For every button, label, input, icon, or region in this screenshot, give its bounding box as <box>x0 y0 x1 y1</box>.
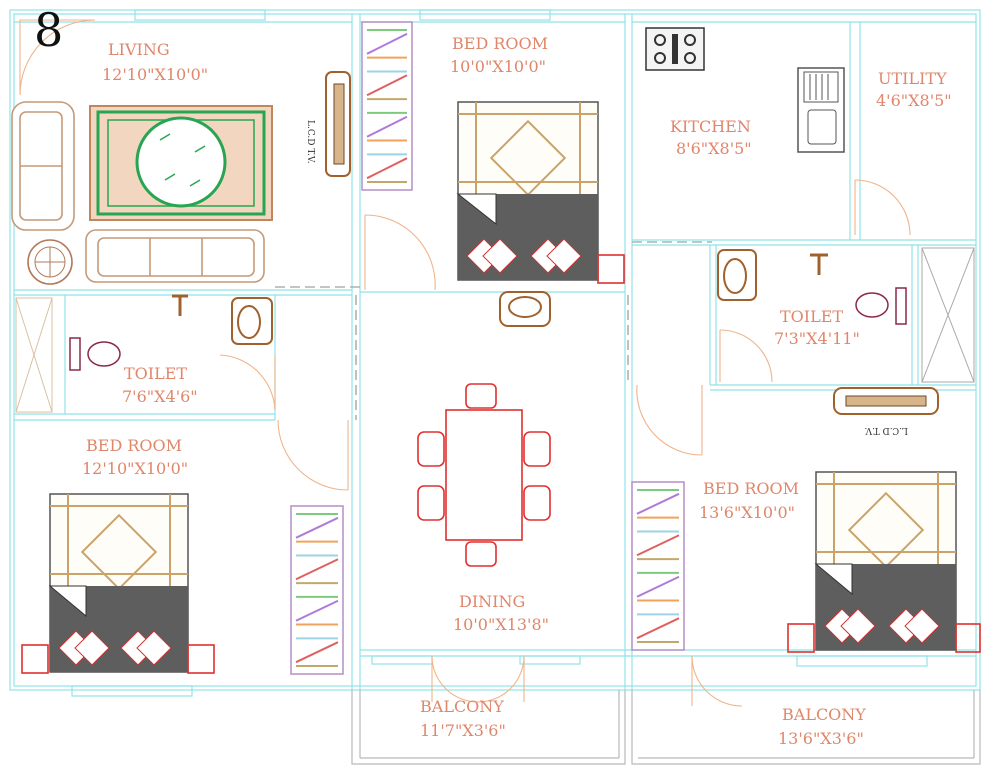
plan-number: 8 <box>34 3 63 57</box>
nightstand <box>21 644 49 674</box>
door-balcony-right <box>691 655 743 707</box>
room-name-balcony-mid: BALCONY <box>420 697 504 716</box>
room-name-kitchen: KITCHEN <box>670 117 751 136</box>
wash-basin-icon <box>717 249 757 301</box>
door-utility <box>854 179 911 236</box>
bed-top <box>456 101 599 281</box>
door-living <box>19 19 96 96</box>
room-name-bedroom-left: BED ROOM <box>86 436 182 455</box>
door-balcony-mid <box>431 655 525 703</box>
shelf-stroke <box>366 157 408 180</box>
wardrobe-shelf-left <box>290 505 344 675</box>
room-name-toilet-right: TOILET <box>780 307 843 326</box>
bed-right <box>814 471 957 651</box>
bed-left <box>48 493 189 673</box>
wash-basin-icon <box>231 297 273 345</box>
tv-label-bedroom: L.C.D T.V. <box>864 425 908 435</box>
wardrobe-shelf-top <box>361 21 413 191</box>
sofa-two-seater <box>11 101 75 231</box>
shower-icon <box>15 297 53 413</box>
shelf-stroke <box>366 115 408 138</box>
tv-label-living: L.C.D T.V. <box>305 120 315 164</box>
shelf-stroke <box>295 599 339 622</box>
tap-icon <box>810 253 828 275</box>
room-dims-balcony-mid: 11'7"X3'6" <box>420 721 506 740</box>
room-dims-toilet-right: 7'3"X4'11" <box>774 329 860 348</box>
nightstand <box>187 644 215 674</box>
room-dims-balcony-right: 13'6"X3'6" <box>778 729 864 748</box>
room-dims-dining: 10'0"X13'8" <box>453 615 549 634</box>
side-table <box>27 239 73 285</box>
room-dims-bedroom-top: 10'0"X10'0" <box>450 57 546 76</box>
sofa-three-seater <box>85 229 265 283</box>
door-bedroom-right <box>636 384 703 456</box>
wash-basin-icon <box>499 291 551 327</box>
shelf-stroke <box>295 641 339 664</box>
shower-icon <box>921 247 975 383</box>
shelf-stroke <box>295 558 339 581</box>
toilet-seat-icon <box>69 337 121 371</box>
shelf-stroke <box>636 492 680 515</box>
nightstand <box>787 623 815 653</box>
shelf-stroke <box>636 617 680 640</box>
shelf-stroke <box>366 74 408 97</box>
toilet-seat-icon <box>855 287 907 325</box>
door-toilet-left <box>219 354 276 411</box>
nightstand <box>955 623 981 653</box>
room-name-dining: DINING <box>459 592 525 611</box>
room-dims-kitchen: 8'6"X8'5" <box>676 139 752 158</box>
tap-icon <box>172 294 188 316</box>
nightstand <box>597 254 625 284</box>
room-dims-toilet-left: 7'6"X4'6" <box>122 387 198 406</box>
room-dims-living: 12'10"X10'0" <box>102 65 208 84</box>
room-name-living: LIVING <box>108 40 170 59</box>
room-dims-utility: 4'6"X8'5" <box>876 91 952 110</box>
shelf-stroke <box>295 516 339 539</box>
door-bedroom-left <box>277 419 349 491</box>
room-dims-bedroom-right: 13'6"X10'0" <box>699 503 795 522</box>
shelf-stroke <box>366 32 408 55</box>
tv-unit-living <box>325 71 351 177</box>
stove-icon <box>645 27 705 71</box>
rug <box>89 105 273 221</box>
room-name-toilet-left: TOILET <box>124 364 187 383</box>
room-name-balcony-right: BALCONY <box>782 705 866 724</box>
doors <box>19 19 911 707</box>
room-name-bedroom-top: BED ROOM <box>452 34 548 53</box>
shelf-stroke <box>636 575 680 598</box>
wardrobe-shelf-right <box>631 481 685 651</box>
room-name-bedroom-right: BED ROOM <box>703 479 799 498</box>
door-toilet-right <box>719 329 773 383</box>
tv-unit-bedroom <box>833 387 939 415</box>
shelf-stroke <box>636 534 680 557</box>
dining-table <box>417 383 551 567</box>
room-dims-bedroom-left: 12'10"X10'0" <box>82 459 188 478</box>
room-name-utility: UTILITY <box>878 69 947 88</box>
door-bedroom-top <box>364 214 436 291</box>
kitchen-sink-icon <box>797 67 845 153</box>
